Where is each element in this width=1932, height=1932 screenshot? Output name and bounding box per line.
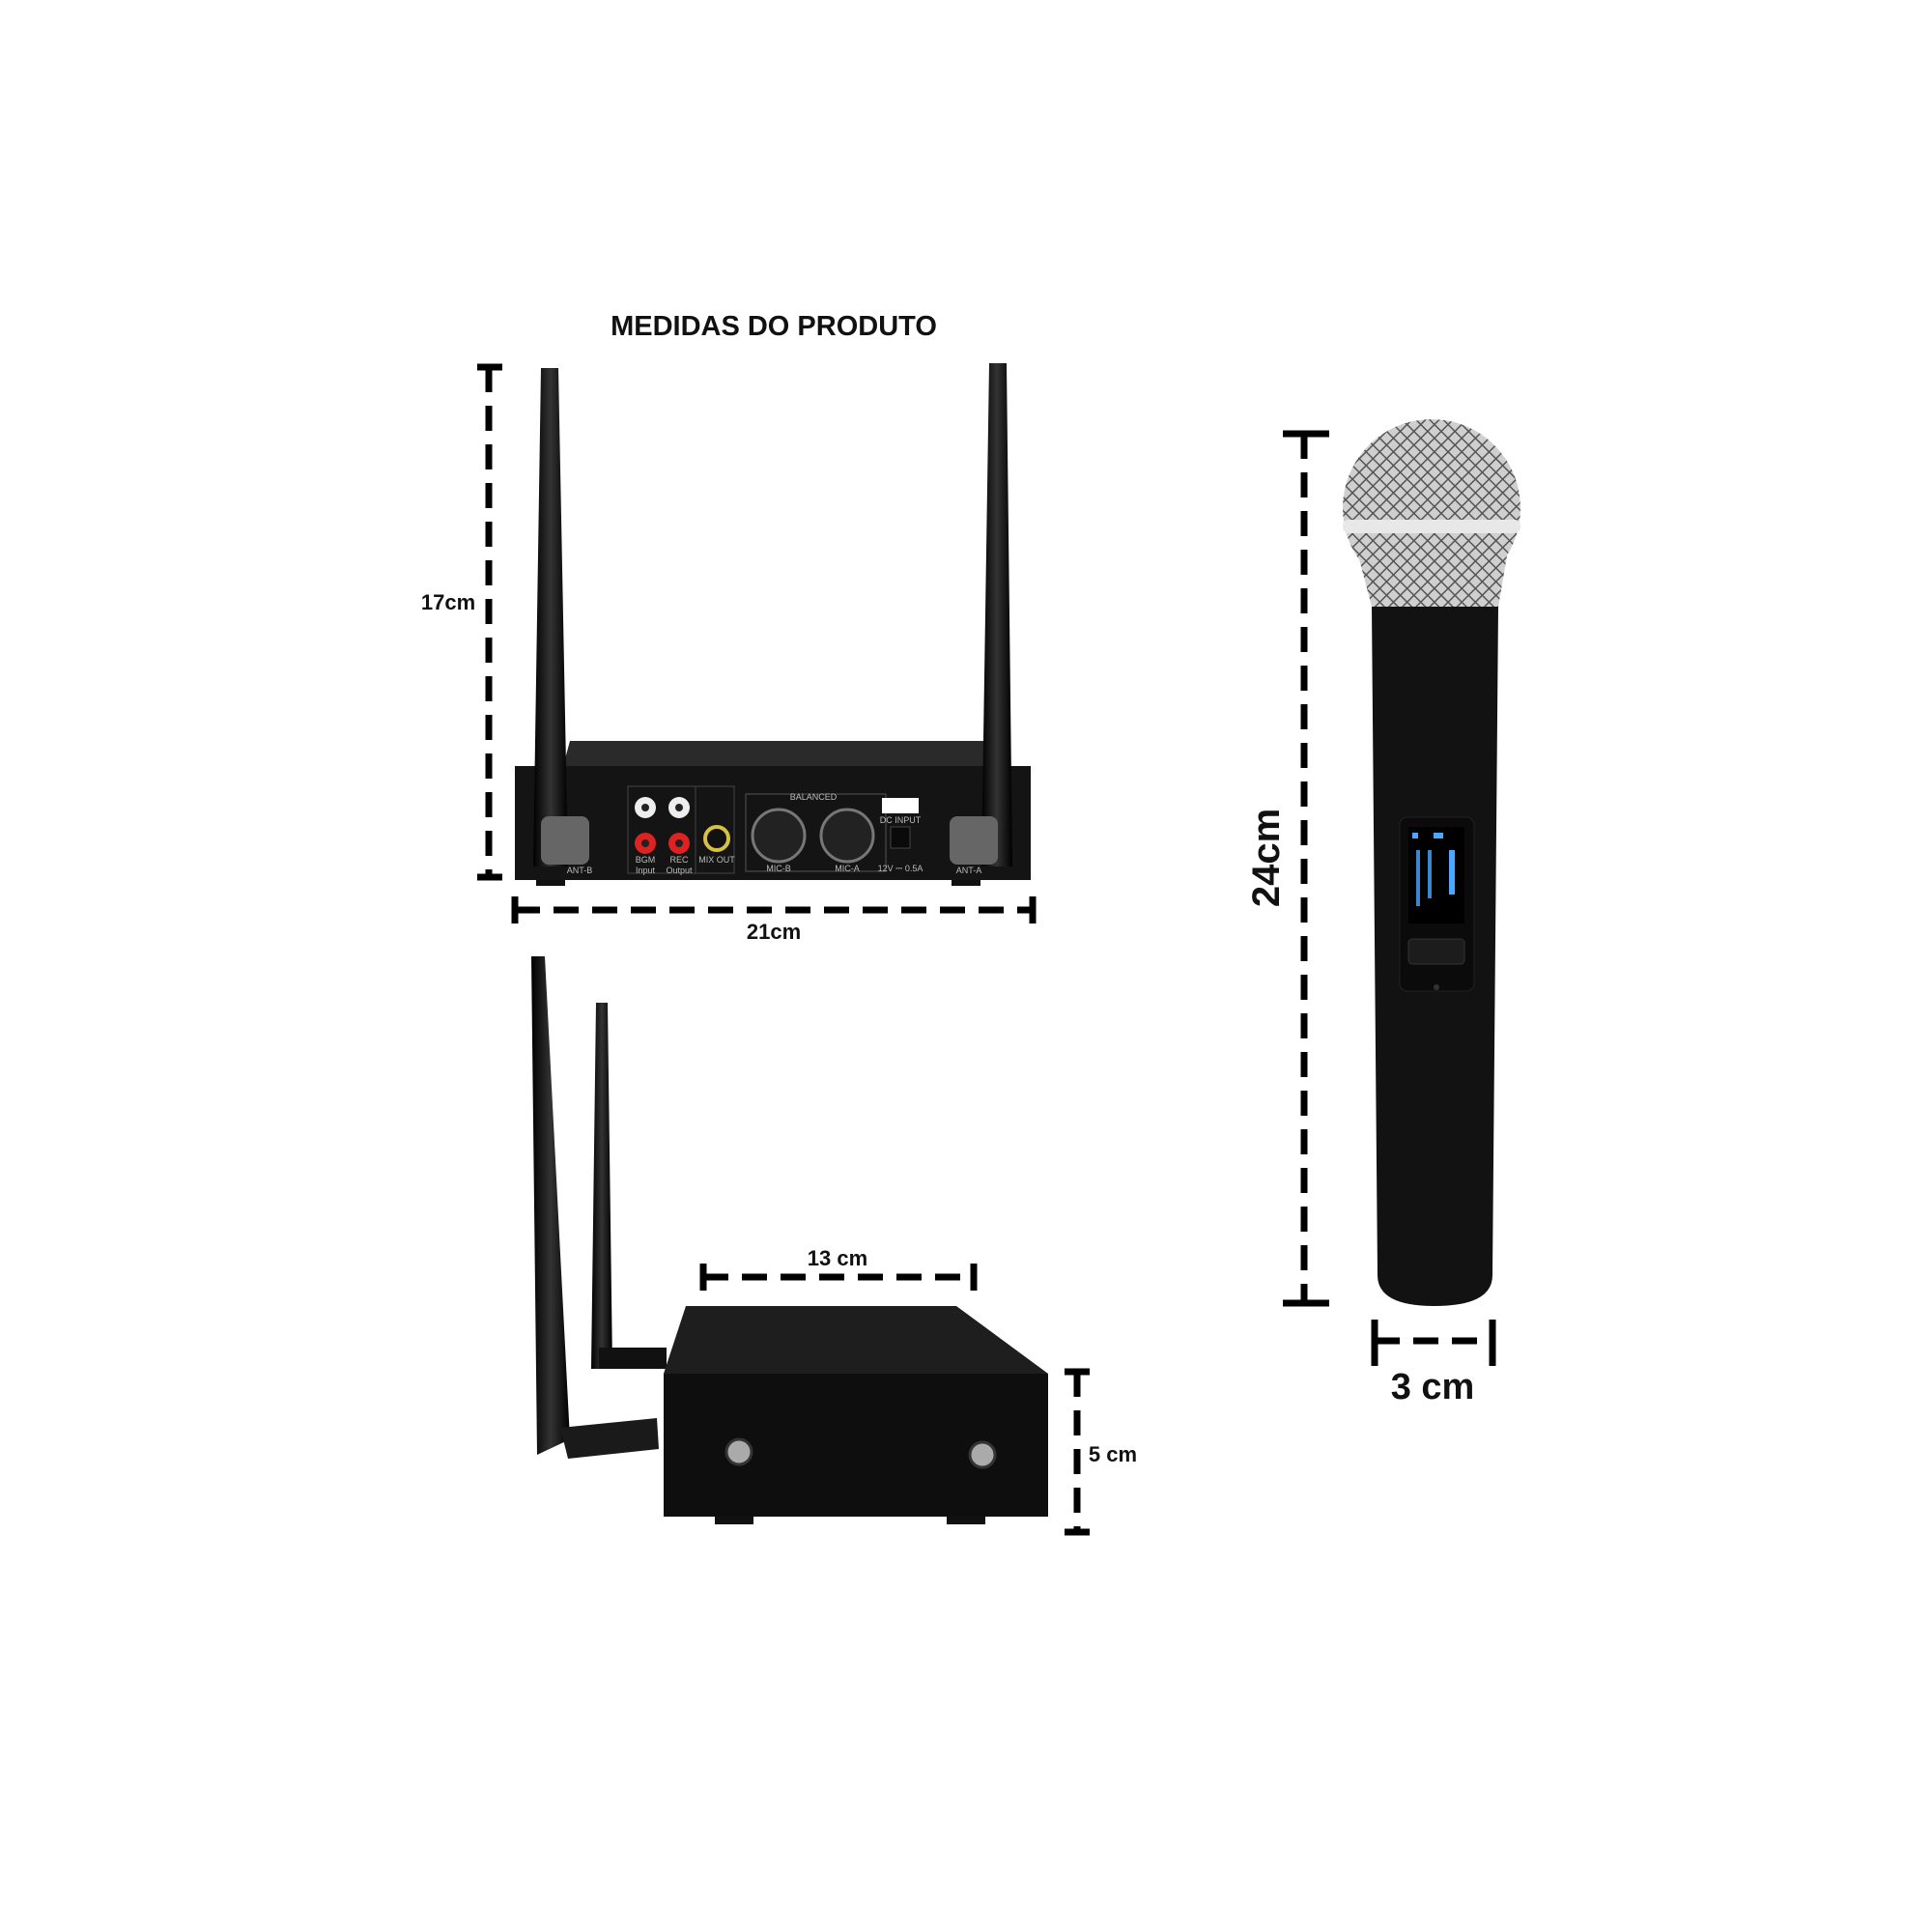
depth-dimension-13cm: 13 cm [699, 1246, 978, 1291]
rec-label: REC [669, 855, 689, 865]
depth-label: 13 cm [808, 1246, 867, 1270]
balanced-label: BALANCED [790, 792, 838, 802]
antenna-left [533, 368, 568, 867]
mic-a-label: MIC-A [835, 864, 860, 873]
bgm-label: BGM [636, 855, 656, 865]
dc-input-label: DC INPUT [880, 815, 922, 825]
output-label: Output [666, 866, 693, 875]
antenna-right [981, 363, 1012, 867]
diameter-dimension-3cm: 3 cm [1371, 1320, 1496, 1407]
receiver-side-view [531, 956, 1048, 1524]
length-label: 24cm [1245, 809, 1288, 907]
receiver-front-view: BGM REC Input Output MIX OUT BALANCED MI… [515, 363, 1031, 886]
mix-out-label: MIX OUT [698, 855, 735, 865]
wireless-microphone [1343, 419, 1520, 1306]
diameter-label: 3 cm [1391, 1367, 1475, 1407]
width-label: 21cm [747, 920, 801, 944]
ant-a-label: ANT-A [956, 866, 982, 875]
mic-b-label: MIC-B [766, 864, 791, 873]
ant-b-label: ANT-B [567, 866, 593, 875]
width-dimension-21cm: 21cm [511, 896, 1037, 944]
side-height-label: 5 cm [1089, 1442, 1137, 1466]
power-spec-label: 12V ⎓ 0.5A [878, 864, 923, 873]
height-label: 17cm [421, 590, 475, 614]
length-dimension-24cm: 24cm [1245, 430, 1329, 1307]
power-button[interactable] [1407, 938, 1465, 965]
height-dimension-17cm: 17cm [421, 363, 502, 881]
input-label: Input [636, 866, 656, 875]
height-dimension-5cm: 5 cm [1065, 1368, 1137, 1536]
page-title: MEDIDAS DO PRODUTO [611, 311, 937, 342]
